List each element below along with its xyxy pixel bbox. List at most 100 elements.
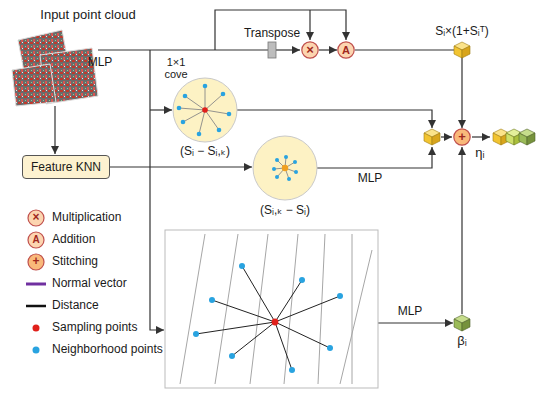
illustration-part — [340, 250, 372, 384]
illustration-part — [284, 155, 288, 159]
illustration-part — [205, 94, 223, 110]
connector-arrow — [355, 50, 462, 128]
neighborhood-circle — [173, 78, 237, 142]
operator-symbol: A — [337, 41, 355, 59]
feature-cube — [454, 315, 470, 331]
illustration-part — [352, 234, 353, 384]
legend-symbol: A — [32, 234, 39, 246]
illustration-part — [337, 293, 343, 299]
illustration-part — [221, 92, 226, 97]
wire — [441, 136, 452, 137]
illustration-part — [327, 345, 333, 351]
legend-text: Distance — [52, 299, 99, 313]
transpose-block — [268, 42, 276, 58]
illustration-part — [12, 64, 56, 106]
illustration-part — [275, 280, 302, 322]
illustration-part — [177, 84, 232, 137]
illustration-part — [239, 263, 245, 269]
operator-circle-shape — [338, 42, 354, 58]
illustration-part — [242, 266, 275, 322]
illustration-part — [250, 234, 268, 384]
illustration-part — [179, 86, 229, 134]
wire — [378, 322, 453, 323]
feature-cube — [519, 129, 535, 145]
wire — [98, 49, 268, 50]
illustration-part — [196, 322, 275, 334]
process-box: Feature KNN — [22, 155, 110, 179]
illustration-part — [183, 110, 205, 122]
illustration-part — [203, 84, 208, 89]
multiply-operator: × — [301, 41, 319, 59]
illustration-part — [229, 353, 235, 359]
add-operator: A — [337, 41, 355, 59]
illustration-part — [26, 305, 46, 308]
wire — [110, 166, 252, 167]
illustration-part — [180, 234, 372, 384]
illustration-part — [318, 234, 325, 384]
illustration-part — [275, 296, 340, 322]
box-text: Feature KNN — [31, 160, 101, 174]
illustration-part — [217, 128, 222, 133]
annotation-label: MLP — [358, 172, 383, 186]
illustration-part — [215, 234, 238, 384]
illustration-part — [28, 210, 44, 226]
illustration-part — [253, 136, 317, 200]
wire — [472, 136, 490, 137]
connector-arrow — [319, 49, 337, 50]
annotation-label: Transpose — [244, 27, 300, 41]
wire — [150, 50, 164, 330]
wire — [237, 110, 432, 128]
illustration-part — [180, 234, 205, 384]
wire — [150, 109, 172, 110]
illustration-part — [33, 347, 40, 354]
legend-samples — [26, 210, 46, 354]
illustration-part — [289, 367, 295, 373]
annotation-label: Sᵢ×(1+Sᵢᵀ) — [435, 25, 489, 39]
illustration-part — [193, 263, 343, 373]
illustration-part — [199, 110, 205, 134]
illustration-part — [183, 94, 188, 99]
annotation-label: MLP — [88, 56, 113, 70]
wire — [215, 10, 346, 50]
illustration-part — [26, 283, 46, 286]
point-cloud-image — [12, 30, 98, 106]
illustration-part — [28, 232, 44, 248]
legend-text: Normal vector — [52, 277, 127, 291]
illustration-part — [33, 325, 40, 332]
illustration-part — [179, 108, 205, 110]
illustration-part — [185, 96, 205, 110]
wire — [54, 106, 55, 154]
legend-text: Neighborhood points — [52, 343, 163, 357]
illustration-part — [284, 234, 298, 384]
illustration-part — [205, 86, 206, 110]
illustration-part — [197, 132, 202, 137]
operator-circle-shape — [302, 42, 318, 58]
illustration-part — [275, 322, 292, 370]
illustration-part — [212, 300, 275, 322]
illustration-part — [193, 331, 199, 337]
operator-symbol: + — [453, 128, 471, 146]
illustration-part — [293, 160, 297, 164]
annotation-label: (Sᵢ − Sᵢ,ₖ) — [180, 145, 230, 159]
wire — [461, 147, 462, 314]
annotation-label: (Sᵢ,ₖ − Sᵢ) — [260, 204, 310, 218]
illustration-part — [28, 254, 44, 270]
legend-symbol: × — [32, 211, 39, 225]
annotation-label: βᵢ — [457, 334, 467, 349]
illustration-part — [294, 170, 298, 174]
annotation-label: 1×1 cove — [159, 56, 193, 80]
illustration-part — [282, 165, 288, 171]
annotation-label: Input point cloud — [40, 8, 135, 23]
illustration-part — [287, 177, 291, 181]
illustration-part — [272, 167, 276, 171]
legend-text: Sampling points — [52, 321, 137, 335]
illustration-part — [173, 78, 237, 142]
legend-text: Addition — [52, 233, 95, 247]
illustration-part — [227, 112, 232, 117]
legend-text: Stitching — [52, 255, 98, 269]
illustration-part — [205, 110, 229, 114]
wire — [276, 49, 300, 50]
operator-circle-shape — [454, 129, 470, 145]
